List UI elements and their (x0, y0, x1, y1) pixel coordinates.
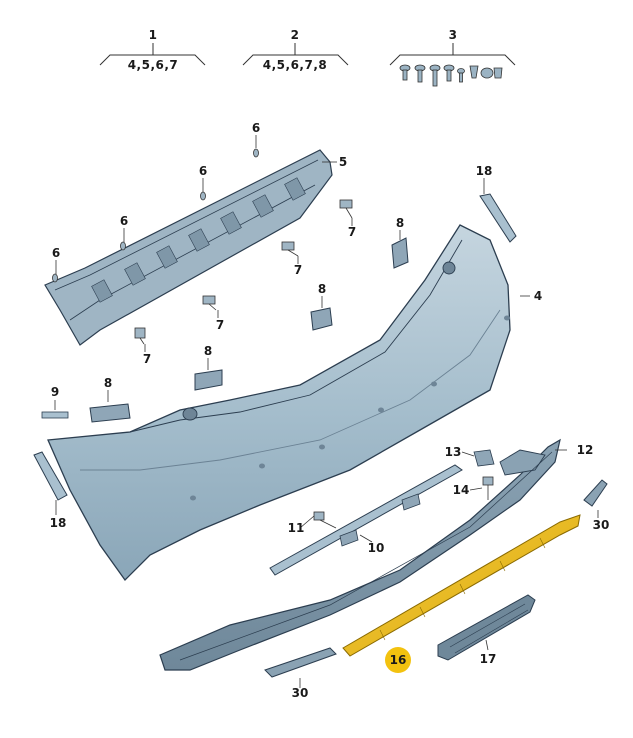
side-guide-left (33, 451, 68, 501)
callout-label: 30 (592, 518, 610, 532)
callout-label: 8 (103, 376, 113, 390)
grille (437, 594, 536, 661)
impact-absorber (44, 149, 333, 346)
callout-label: 6 (198, 164, 208, 178)
kit-number: 3 (448, 28, 458, 42)
callout-label: 8 (395, 216, 405, 230)
clip-icon (473, 449, 495, 467)
callout-label: 7 (215, 318, 225, 332)
callout-label: 12 (576, 443, 594, 457)
kit-contents: 4,5,6,7,8 (262, 58, 328, 72)
callout-label: 14 (452, 483, 470, 497)
callout-label: 10 (367, 541, 385, 555)
diffuser (159, 438, 561, 671)
kit-number: 1 (148, 28, 158, 42)
highlighted-part-badge: 16 (385, 647, 411, 673)
kit-bracket-1 (99, 43, 206, 66)
kit-number: 2 (290, 28, 300, 42)
highlight-texture (379, 537, 546, 641)
callout-label: 6 (119, 214, 129, 228)
bracket-icon (339, 493, 421, 547)
callout-label: 6 (251, 121, 261, 135)
callout-label: 17 (479, 652, 497, 666)
callout-label: 8 (203, 344, 213, 358)
callout-label: 7 (347, 225, 357, 239)
highlighted-trim-strip (342, 514, 581, 657)
trim-piece (583, 479, 608, 507)
callout-label: 30 (291, 686, 309, 700)
screw-icon (134, 199, 353, 345)
callout-label: 11 (287, 521, 305, 535)
kit-contents: 4,5,6,7 (127, 58, 179, 72)
bracket-icon (89, 237, 409, 423)
callout-label: 18 (475, 164, 493, 178)
callout-label: 7 (293, 263, 303, 277)
kit-bracket-3 (389, 43, 516, 66)
bumper-cover (47, 224, 511, 582)
callout-label: 18 (49, 516, 67, 530)
side-guide-right (479, 193, 517, 243)
callout-label: 7 (142, 352, 152, 366)
callout-label: 6 (51, 246, 61, 260)
trim-strip (41, 411, 69, 419)
callout-label: 13 (444, 445, 462, 459)
clip-icon (52, 148, 259, 283)
mounting-rail (269, 464, 463, 576)
callout-label: 9 (50, 385, 60, 399)
callout-label: 5 (338, 155, 348, 169)
kit-bracket-2 (242, 43, 349, 66)
callout-label: 4 (533, 289, 543, 303)
trim-piece (264, 647, 337, 678)
screw-set-icon (399, 64, 503, 87)
callout-label: 8 (317, 282, 327, 296)
